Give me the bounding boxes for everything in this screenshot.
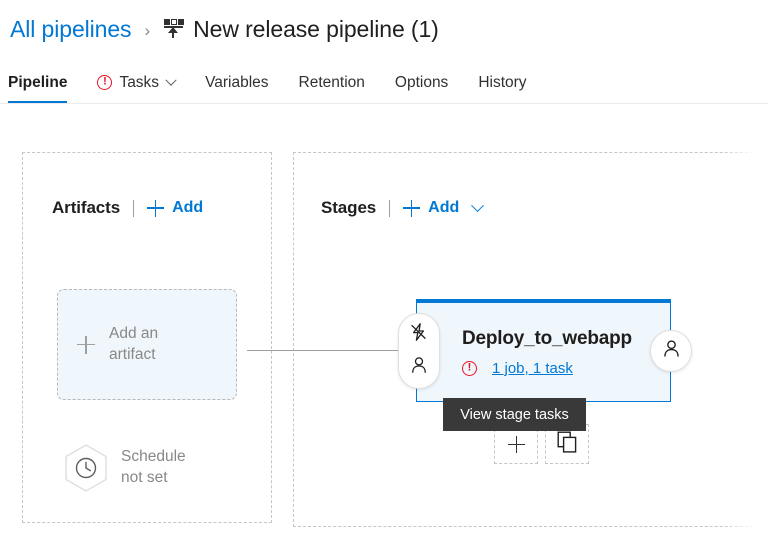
release-pipeline-icon xyxy=(162,17,185,41)
add-an-artifact-card[interactable]: Add an artifact xyxy=(57,289,237,400)
clock-icon xyxy=(63,443,109,493)
person-icon xyxy=(661,338,682,364)
add-artifact-button[interactable]: Add xyxy=(172,199,204,216)
breadcrumb-separator: › xyxy=(144,20,151,40)
stages-title: Stages xyxy=(321,198,377,217)
person-icon[interactable] xyxy=(409,355,429,380)
add-stage-button[interactable]: Add xyxy=(428,199,460,216)
schedule-line2: not set xyxy=(121,469,168,486)
page-title: New release pipeline (1) xyxy=(193,15,439,42)
tab-pipeline[interactable]: Pipeline xyxy=(8,62,68,103)
breadcrumb-all-pipelines-link[interactable]: All pipelines xyxy=(10,15,132,42)
add-artifact-line1: Add an xyxy=(109,324,159,342)
tab-retention-label: Retention xyxy=(298,73,365,91)
add-artifact-line2: artifact xyxy=(109,345,156,363)
add-artifact-card-label: Add an artifact xyxy=(109,324,158,366)
pre-deployment-conditions[interactable] xyxy=(398,313,440,389)
breadcrumb: All pipelines › New release pipeline (1) xyxy=(10,10,439,48)
tab-history[interactable]: History xyxy=(478,62,526,103)
schedule-label: Schedule not set xyxy=(121,447,186,489)
tab-variables[interactable]: Variables xyxy=(205,62,268,103)
tab-retention[interactable]: Retention xyxy=(299,62,365,103)
tab-options-label: Options xyxy=(394,73,449,91)
tab-bar: Pipeline ! Tasks Variables Retention Opt… xyxy=(0,62,768,104)
chevron-down-icon[interactable] xyxy=(165,74,177,86)
stage-jobs-tasks-link[interactable]: 1 job, 1 task xyxy=(492,360,573,377)
plus-icon xyxy=(507,435,525,453)
stage-card-deploy-to-webapp[interactable]: Deploy_to_webapp ! 1 job, 1 task xyxy=(416,299,671,402)
schedule-trigger[interactable]: Schedule not set xyxy=(63,443,186,493)
stage-summary: ! 1 job, 1 task xyxy=(462,360,573,377)
artifacts-title: Artifacts xyxy=(52,198,121,217)
tooltip-view-stage-tasks: View stage tasks xyxy=(443,398,586,431)
tab-history-label: History xyxy=(478,73,527,91)
divider xyxy=(133,199,135,217)
tooltip-text: View stage tasks xyxy=(460,406,569,423)
divider xyxy=(389,199,391,217)
copy-icon xyxy=(557,431,578,458)
artifacts-panel-header: Artifacts Add xyxy=(52,195,203,221)
plus-icon xyxy=(77,335,95,354)
plus-icon[interactable] xyxy=(403,199,421,217)
stages-panel-header: Stages Add xyxy=(321,195,485,221)
post-deployment-conditions[interactable] xyxy=(650,330,692,372)
tab-options[interactable]: Options xyxy=(395,62,448,103)
plus-icon[interactable] xyxy=(147,199,165,217)
tab-variables-label: Variables xyxy=(205,73,269,91)
chevron-down-icon[interactable] xyxy=(471,198,485,212)
schedule-line1: Schedule xyxy=(121,448,186,466)
tab-tasks-label: Tasks xyxy=(119,73,160,91)
trigger-lightning-icon[interactable] xyxy=(409,322,429,347)
warning-icon: ! xyxy=(462,361,477,376)
warning-icon: ! xyxy=(97,75,113,90)
stage-name: Deploy_to_webapp xyxy=(462,328,632,349)
tab-pipeline-label: Pipeline xyxy=(8,73,68,91)
artifact-to-stage-connector xyxy=(247,350,404,351)
tab-tasks[interactable]: ! Tasks xyxy=(97,62,177,103)
